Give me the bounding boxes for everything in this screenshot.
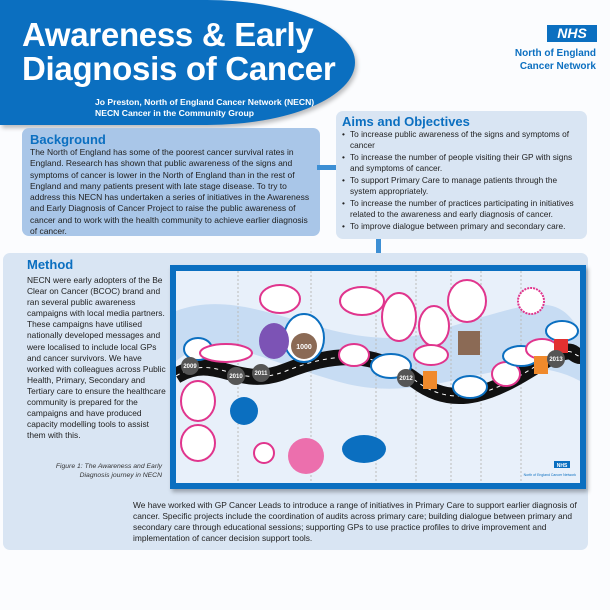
org-line-2: Cancer Network (519, 60, 596, 72)
group: NECN Cancer in the Community Group (95, 108, 254, 118)
aim-item: To increase public awareness of the sign… (342, 129, 581, 151)
title-banner (0, 0, 355, 125)
organisation-name: North of England Cancer Network (470, 48, 596, 73)
aim-item: To support Primary Care to manage patien… (342, 175, 581, 197)
year-label: 2011 (254, 371, 268, 377)
year-label: 2012 (399, 376, 413, 382)
year-label: 2010 (229, 374, 243, 380)
poster-title: Awareness & Early Diagnosis of Cancer (22, 18, 342, 86)
aims-heading: Aims and Objectives (342, 114, 470, 129)
figure-nhs-logo (554, 461, 570, 468)
method-text: NECN were early adopters of the Be Clear… (27, 275, 166, 441)
year-label: 2009 (183, 364, 197, 370)
figure-org-text: North of England Cancer Network (524, 473, 577, 477)
connector (317, 165, 337, 170)
background-section: Background The North of England has some… (22, 128, 320, 236)
aim-item: To increase the number of practices part… (342, 198, 581, 220)
aim-item: To improve dialogue between primary and … (342, 221, 581, 232)
figure-caption: Figure 1: The Awareness and Early Diagno… (55, 463, 162, 479)
background-text: The North of England has some of the poo… (30, 147, 310, 237)
title-line-1: Awareness & Early (22, 16, 314, 53)
year-label: 2013 (549, 357, 563, 363)
nhs-logo: NHS (547, 25, 597, 42)
author: Jo Preston, North of England Cancer Netw… (95, 97, 315, 107)
background-heading: Background (30, 132, 106, 147)
title-line-2: Diagnosis of Cancer (22, 50, 336, 87)
aim-item: To increase the number of people visitin… (342, 152, 581, 174)
method-heading: Method (27, 257, 74, 272)
org-line-1: North of England (514, 48, 596, 59)
author-block: Jo Preston, North of England Cancer Netw… (95, 97, 335, 119)
decorative-bubbles (180, 279, 579, 474)
year-markers: 2009 2010 2011 2012 2013 1000 (181, 344, 565, 387)
journey-road-graphic: 2009 2010 2011 2012 2013 1000 NHS North … (176, 271, 580, 483)
journey-figure: 2009 2010 2011 2012 2013 1000 NHS North … (170, 265, 586, 489)
aims-section: Aims and Objectives To increase public a… (336, 111, 587, 239)
connector (376, 239, 381, 254)
figure-logo-text: NHS (557, 463, 568, 469)
journey-figure-canvas: 2009 2010 2011 2012 2013 1000 NHS North … (176, 271, 580, 483)
badge-label: 1000 (296, 344, 312, 351)
method-intro: Method NECN were early adopters of the B… (27, 257, 167, 441)
aims-list: To increase public awareness of the sign… (342, 129, 581, 232)
method-bottom-text: We have worked with GP Cancer Leads to i… (133, 500, 577, 543)
